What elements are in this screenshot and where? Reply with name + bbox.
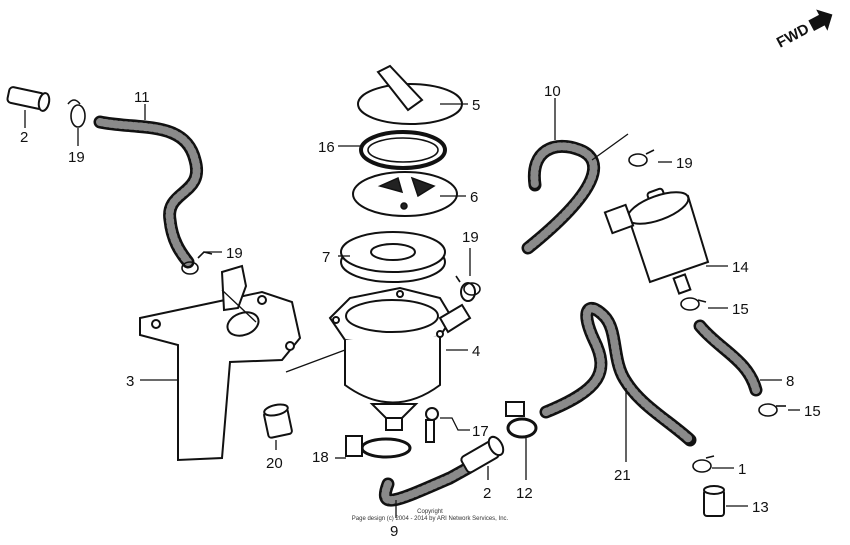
- screw-17: [425, 407, 470, 443]
- clip-1: [692, 455, 734, 473]
- filter-7: [338, 231, 446, 283]
- cap-13: [703, 485, 748, 517]
- oring-16: [338, 130, 447, 170]
- fwd-indicator: FWD: [774, 9, 833, 52]
- clip-right-top: [628, 149, 672, 167]
- callout-14: 14: [732, 259, 749, 276]
- callout-2-bottom: 2: [483, 485, 491, 502]
- diaphragm-6: [352, 171, 466, 217]
- copyright-line-1: Copyright: [417, 509, 443, 515]
- callout-13: 13: [752, 499, 769, 516]
- clip-top-left: [67, 99, 86, 146]
- callout-19-top-left: 19: [68, 149, 85, 166]
- hose-11: [93, 104, 204, 269]
- fitting-top-left: [6, 86, 51, 128]
- callout-4: 4: [472, 343, 480, 360]
- elbow-9: [378, 461, 475, 518]
- clip-hose11: [181, 251, 222, 275]
- sleeve-20: [263, 403, 293, 450]
- callout-11: 11: [134, 89, 150, 106]
- callout-15-bottom: 15: [804, 403, 821, 420]
- callout-1: 1: [738, 461, 746, 478]
- callout-16: 16: [318, 139, 335, 156]
- callout-21: 21: [614, 467, 631, 484]
- callout-20: 20: [266, 455, 283, 472]
- clip-bowl: [455, 248, 481, 296]
- clip-15-bottom: [758, 403, 800, 417]
- bowl-4: [328, 282, 476, 431]
- clamp-12: [505, 401, 538, 480]
- hose-21: [539, 302, 697, 462]
- copyright-line-2: Page design (c) 2004 - 2014 by ARI Netwo…: [351, 516, 509, 522]
- callout-19-right: 19: [676, 155, 693, 172]
- hose-10: [521, 98, 629, 255]
- clip-15-top: [680, 297, 728, 311]
- callout-3: 3: [126, 373, 134, 390]
- callout-6: 6: [470, 189, 478, 206]
- bracket-3: [139, 264, 346, 462]
- callout-12: 12: [516, 485, 533, 502]
- hose-8: [693, 319, 782, 397]
- callout-15-top: 15: [732, 301, 749, 318]
- callout-9: 9: [390, 523, 398, 540]
- cap-5: [357, 64, 468, 125]
- callout-18: 18: [312, 449, 329, 466]
- callout-8: 8: [786, 373, 794, 390]
- callout-10: 10: [544, 83, 561, 100]
- forward-arrow-icon: [808, 9, 833, 32]
- clamp-18: [335, 435, 412, 459]
- callout-19-bowl: 19: [462, 229, 479, 246]
- callout-2-top-left: 2: [20, 129, 28, 146]
- callout-7: 7: [322, 249, 330, 266]
- callout-labels: 2 19 11 5 16 6 7 19 19 3 4 20 18 17 9 2 …: [20, 83, 821, 540]
- fuel-filter-14: [603, 187, 728, 295]
- callout-17: 17: [472, 423, 489, 440]
- fitting-bottom: [460, 435, 505, 480]
- copyright-notice: Copyright Page design (c) 2004 - 2014 by…: [330, 509, 530, 523]
- callout-19-hose11: 19: [226, 245, 243, 262]
- fwd-label: FWD: [774, 20, 812, 51]
- callout-5: 5: [472, 97, 480, 114]
